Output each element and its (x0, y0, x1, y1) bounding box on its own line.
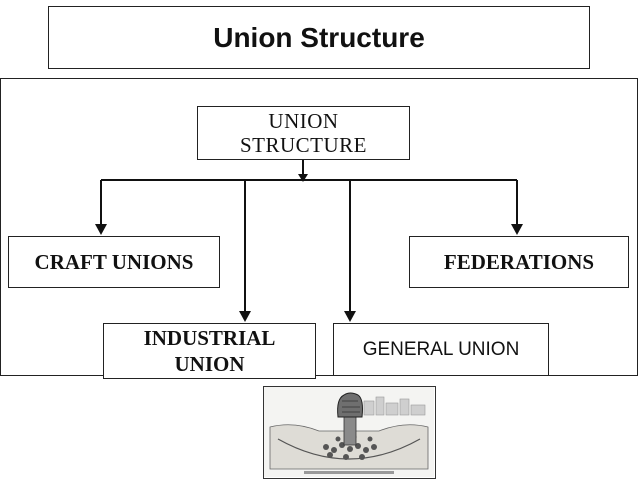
craft-arrowhead (95, 224, 107, 235)
root-label-line2: STRUCTURE (239, 133, 367, 157)
industrial-label-line2: UNION (174, 352, 245, 376)
root-label-line1: UNION (268, 109, 339, 133)
node-industrial-union: INDUSTRIAL UNION (103, 323, 316, 379)
node-craft-unions: CRAFT UNIONS (8, 236, 220, 288)
industrial-arrowhead (239, 311, 251, 322)
node-federations: FEDERATIONS (409, 236, 629, 288)
general-arrowhead (344, 311, 356, 322)
craft-unions-label: CRAFT UNIONS (34, 249, 194, 274)
node-general-union: GENERAL UNION (333, 323, 549, 376)
raised-fist-illustration (263, 386, 436, 479)
industrial-label-line1: INDUSTRIAL (143, 326, 276, 350)
root-arrowhead (298, 174, 308, 182)
page-title: Union Structure (213, 21, 425, 53)
general-union-label: GENERAL UNION (362, 338, 520, 360)
federations-label: FEDERATIONS (443, 249, 595, 274)
illustration-drawing (264, 387, 434, 477)
root-node-union-structure: UNION STRUCTURE (197, 106, 410, 160)
federations-arrowhead (511, 224, 523, 235)
page-title-box: Union Structure (48, 6, 590, 69)
